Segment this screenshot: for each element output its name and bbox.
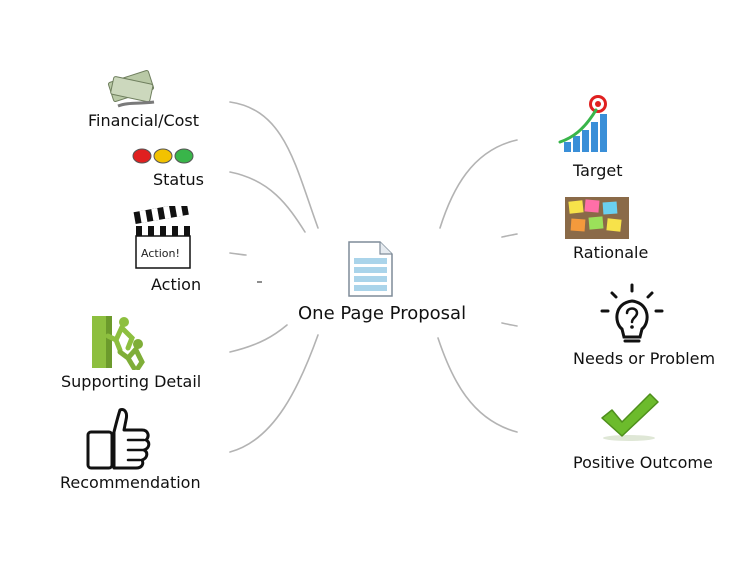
- climbing-figures-icon: [92, 316, 145, 371]
- center-node[interactable]: [340, 236, 400, 300]
- target-growth-icon: [558, 95, 607, 152]
- node-action[interactable]: Action!: [132, 202, 192, 270]
- node-supporting-detail[interactable]: [88, 314, 150, 371]
- link-rationale: [501, 233, 518, 238]
- link-outcome: [437, 337, 518, 433]
- sticky-notes-icon: [565, 197, 629, 239]
- node-needs-or-problem[interactable]: [598, 283, 666, 347]
- clapperboard-text: Action!: [141, 247, 180, 260]
- node-recommendation[interactable]: [84, 406, 154, 470]
- label-target: Target: [573, 161, 623, 180]
- link-recommendation: [229, 334, 319, 453]
- node-financial-cost[interactable]: [98, 62, 164, 110]
- link-action: [229, 252, 247, 256]
- link-target: [439, 139, 518, 229]
- label-rationale: Rationale: [573, 243, 649, 262]
- traffic-lights-icon: [132, 148, 194, 164]
- center-label: One Page Proposal: [298, 303, 467, 324]
- lightbulb-question-icon: [600, 283, 664, 343]
- label-needs-or-problem: Needs or Problem: [573, 349, 716, 368]
- clapperboard-icon: Action!: [133, 202, 191, 269]
- link-status: [229, 171, 306, 233]
- label-status: Status: [153, 170, 204, 189]
- label-positive-outcome: Positive Outcome: [573, 453, 713, 472]
- checkmark-icon: [601, 393, 659, 441]
- node-rationale[interactable]: [565, 197, 629, 239]
- money-icon: [107, 70, 155, 108]
- document-icon: [348, 241, 393, 297]
- label-action: Action: [151, 275, 202, 294]
- node-status[interactable]: [132, 146, 196, 166]
- label-recommendation: Recommendation: [60, 473, 201, 492]
- link-financial: [229, 101, 319, 229]
- link-supporting: [229, 324, 288, 353]
- thumbs-up-icon: [86, 408, 151, 470]
- link-needs: [501, 322, 518, 327]
- node-target[interactable]: [558, 92, 612, 154]
- node-positive-outcome[interactable]: [598, 390, 660, 442]
- label-financial-cost: Financial/Cost: [88, 111, 200, 130]
- label-supporting-detail: Supporting Detail: [61, 372, 202, 391]
